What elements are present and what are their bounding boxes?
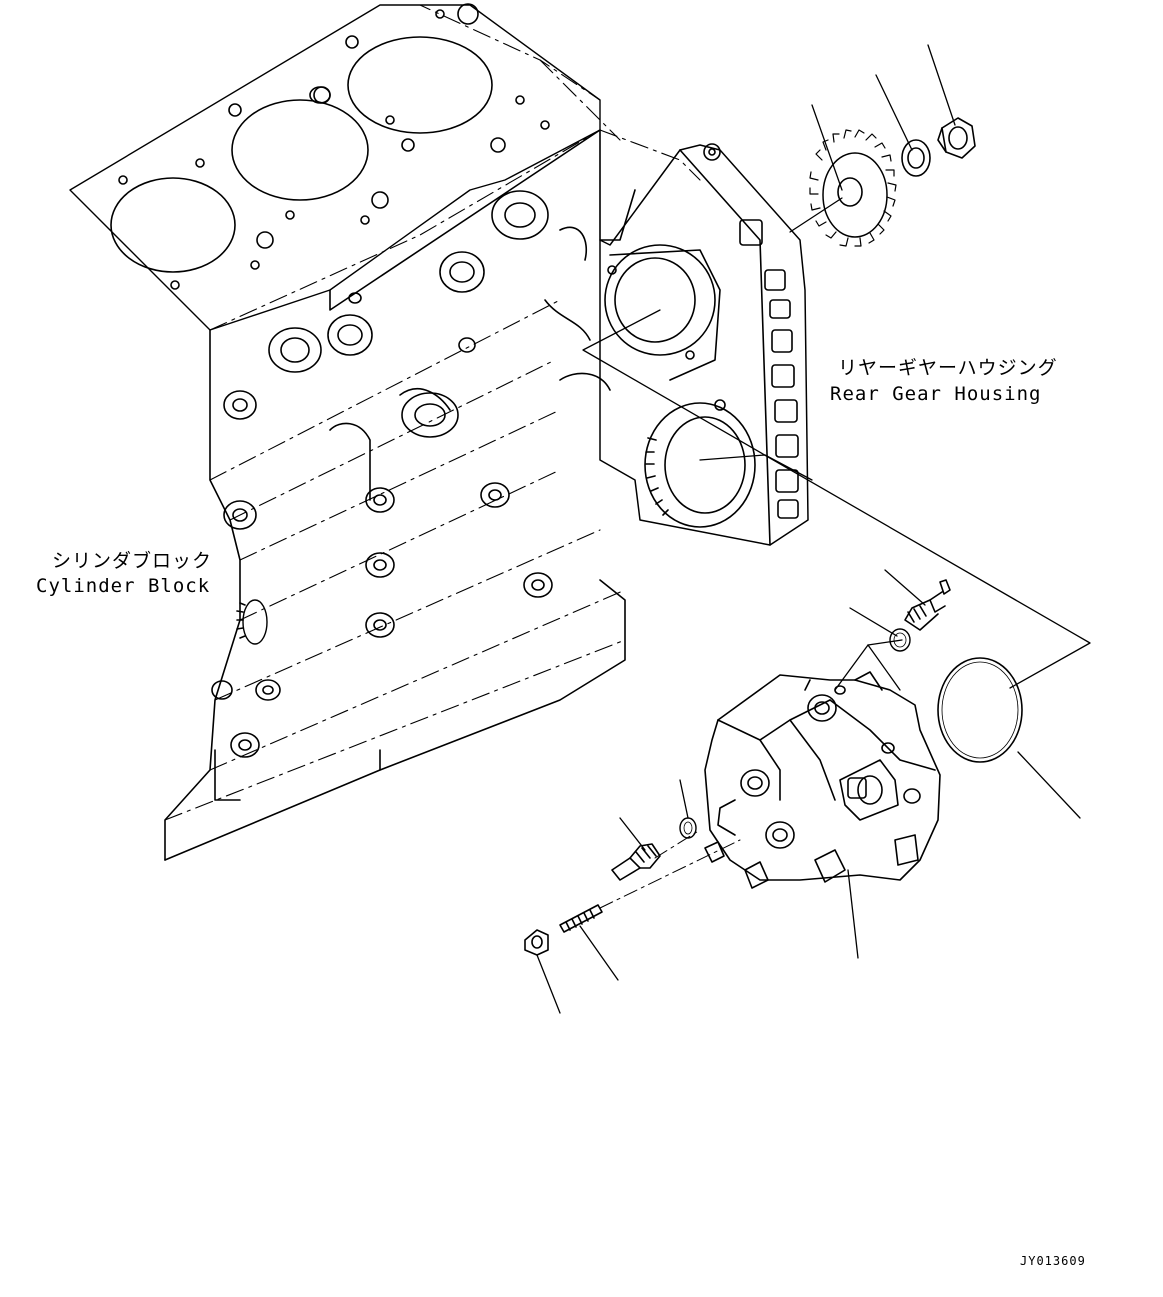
hex-nut [937,117,976,159]
connector-fitting-lower [611,843,661,881]
stud-bolt [559,904,603,933]
o-ring-small-upper [889,628,911,652]
rear-gear-housing-label-en: Rear Gear Housing [830,383,1042,405]
connector-fitting-upper [904,579,951,631]
cylinder-block-label-jp: シリンダブロック [52,550,213,572]
rear-gear-housing-label-jp: リヤーギヤーハウジング [838,357,1058,379]
leader-lines [536,44,1091,1014]
drive-gear [809,129,897,247]
fuel-supply-pump [704,671,941,889]
rear-gear-housing [599,143,809,546]
o-ring-large [937,657,1023,763]
lock-washer [901,139,931,177]
drawing-code: JY013609 [1020,1254,1086,1268]
flange-nut [524,929,549,956]
cylinder-block [69,3,701,861]
o-ring-small-lower [679,817,697,839]
cylinder-block-label-en: Cylinder Block [36,575,211,597]
